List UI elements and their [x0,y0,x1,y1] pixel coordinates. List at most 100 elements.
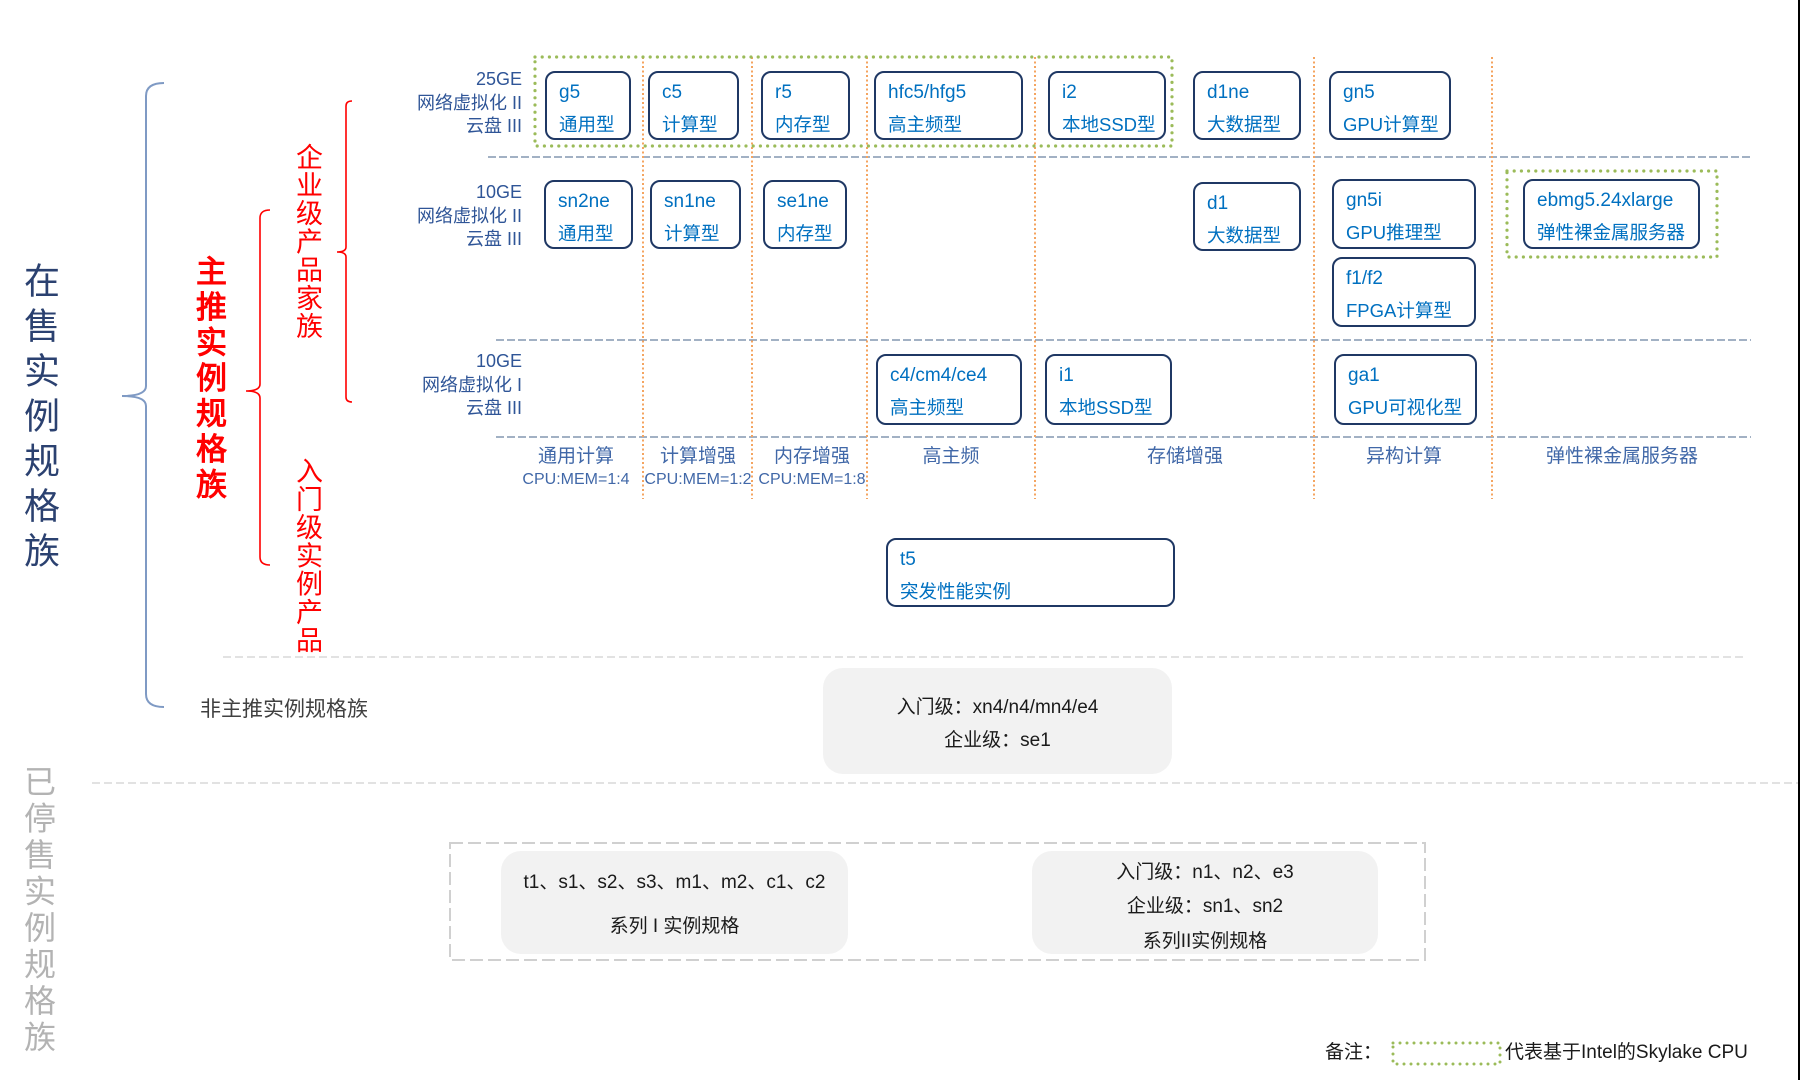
instance-name: g5 [559,82,581,103]
instance-name: se1ne [777,191,829,212]
skylake-group-outline [533,55,1174,148]
column-name: 高主频 [922,446,980,467]
instance-name: c4/cm4/ce4 [890,365,988,386]
row-label-1: 25GE 网络虚拟化 II 云盘 III [417,68,522,139]
instance-card: i1 本地SSD型 [1045,354,1172,425]
instance-name: ga1 [1348,365,1380,386]
column-label-general: 通用计算 CPU:MEM=1:4 [486,445,666,491]
column-name: 通用计算 [537,446,614,467]
instance-name: gn5i [1346,190,1382,211]
instance-card: sn1ne 计算型 [650,180,741,249]
row-network: 网络虚拟化 I [421,374,522,395]
instance-card: ebmg5.24xlarge 弹性裸金属服务器 [1523,179,1700,249]
column-ratio: CPU:MEM=1:2 [644,471,752,488]
row-network: 网络虚拟化 II [416,92,522,113]
row-label-2: 10GE 网络虚拟化 II 云盘 III [417,181,522,252]
row-bandwidth: 10GE [475,182,522,202]
instance-card: sn2ne 通用型 [544,180,633,249]
instance-card: se1ne 内存型 [763,180,847,249]
instance-name: gn5 [1343,82,1375,103]
column-ratio: CPU:MEM=1:8 [758,471,866,488]
discontinued-frame [449,842,1426,961]
series-1-items: t1、s1、s2、s3、m1、m2、c1、c2 [523,872,826,893]
instance-name: t5 [900,549,916,570]
instance-card: r5 内存型 [761,71,850,140]
column-name: 异构计算 [1365,446,1442,467]
legend-prefix: 备注： [1325,1042,1383,1063]
instance-type: 通用型 [559,114,615,135]
legend-description: 代表基于Intel的Skylake CPU [1505,1042,1748,1063]
column-label-bare-metal: 弹性裸金属服务器 [1532,445,1712,469]
instance-name: d1ne [1207,82,1250,103]
skylake-ebm-outline [1505,169,1719,259]
instance-type: 计算型 [662,114,718,135]
instance-name: hfc5/hfg5 [888,82,967,103]
non-recommended-entry: 入门级：xn4/n4/mn4/e4 [896,697,1099,718]
instance-type: GPU可视化型 [1348,397,1463,418]
column-label-heterogeneous: 异构计算 [1314,445,1494,469]
non-recommended-enterprise: 企业级：se1 [944,730,1051,751]
column-label-compute: 计算增强 CPU:MEM=1:2 [608,445,788,491]
instance-name: c5 [662,82,683,103]
on-sale-families-label: 在售实例规格族 [18,262,59,577]
enterprise-family-label: 企业级产品家族 [292,143,322,341]
column-name: 存储增强 [1146,446,1223,467]
instance-type: 大数据型 [1207,225,1282,246]
instance-type: 通用型 [558,223,614,244]
row-disk: 云盘 III [465,398,522,418]
instance-type: 内存型 [775,114,831,135]
instance-type: 弹性裸金属服务器 [1537,222,1686,243]
non-recommended-box: 入门级：xn4/n4/mn4/e4 企业级：se1 [823,668,1172,774]
instance-type: GPU推理型 [1346,222,1442,243]
instance-type: 大数据型 [1207,114,1282,135]
instance-type: 内存型 [777,223,833,244]
non-recommended-label: 非主推实例规格族 [200,698,368,721]
column-ratio: CPU:MEM=1:4 [522,471,630,488]
instance-card: c4/cm4/ce4 高主频型 [876,354,1022,425]
instance-type: 本地SSD型 [1059,397,1153,418]
entry-level-label: 入门级实例产品 [292,457,322,655]
column-label-storage: 存储增强 [1095,445,1275,469]
instance-name: d1 [1207,193,1229,214]
on-sale-bracket [121,82,165,708]
column-label-memory: 内存增强 CPU:MEM=1:8 [722,445,902,491]
row-network: 网络虚拟化 II [416,205,522,226]
row-disk: 云盘 III [465,229,522,249]
instance-card: gn5i GPU推理型 [1332,179,1476,249]
instance-type: 高主频型 [888,114,963,135]
instance-name: sn1ne [664,191,716,212]
instance-card: c5 计算型 [648,71,739,140]
row-bandwidth: 10GE [475,351,522,371]
instance-card: gn5 GPU计算型 [1329,71,1451,140]
instance-card: hfc5/hfg5 高主频型 [874,71,1023,140]
instance-type: 计算型 [664,223,720,244]
column-name: 计算增强 [659,446,736,467]
instance-type: FPGA计算型 [1346,300,1452,321]
instance-name: i1 [1059,365,1074,386]
instance-name: ebmg5.24xlarge [1537,190,1674,211]
series-1-label: 系列 I 实例规格 [609,916,740,937]
row-bandwidth: 25GE [475,69,522,89]
recommended-families-label: 主推实例规格族 [191,255,226,504]
series-2-entry: 入门级：n1、n2、e3 [1116,862,1294,883]
instance-card-burstable: t5 突发性能实例 [886,538,1175,607]
recommended-bracket [245,209,271,566]
instance-type: GPU计算型 [1343,114,1439,135]
series-2-label: 系列II实例规格 [1142,931,1268,952]
skylake-legend-swatch [1391,1041,1502,1066]
instance-card: i2 本地SSD型 [1048,71,1166,140]
column-name: 内存增强 [773,446,850,467]
column-name: 弹性裸金属服务器 [1545,446,1698,467]
row-label-3: 10GE 网络虚拟化 I 云盘 III [422,350,522,421]
instance-name: i2 [1062,82,1077,103]
discontinued-families-label: 已停售实例规格族 [19,765,57,1057]
instance-type: 突发性能实例 [900,581,1012,602]
instance-name: r5 [775,82,792,103]
enterprise-bracket [336,100,353,403]
instance-type: 本地SSD型 [1062,114,1156,135]
column-label-high-frequency: 高主频 [861,445,1041,469]
row-disk: 云盘 III [465,116,522,136]
instance-card: f1/f2 FPGA计算型 [1332,257,1476,327]
series-2-enterprise: 企业级：sn1、sn2 [1126,896,1284,917]
